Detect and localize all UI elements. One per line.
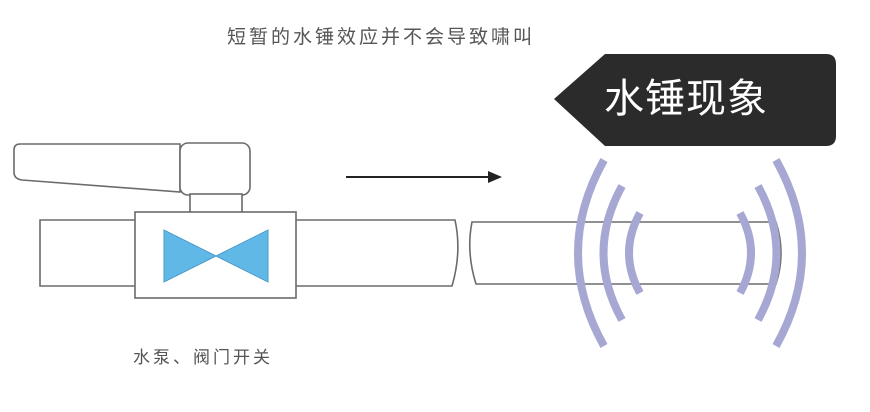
badge-label: 水锤现象 <box>604 76 768 122</box>
flow-arrow-icon <box>346 171 502 183</box>
badge <box>554 54 836 146</box>
valve-handle <box>13 142 251 217</box>
top-caption: 短暂的水锤效应并不会导致啸叫 <box>227 26 536 48</box>
valve-icon <box>163 229 269 283</box>
pump-valve-caption: 水泵、阀门开关 <box>133 348 273 368</box>
sound-wave-icon <box>574 158 806 348</box>
valve-body <box>134 211 297 299</box>
